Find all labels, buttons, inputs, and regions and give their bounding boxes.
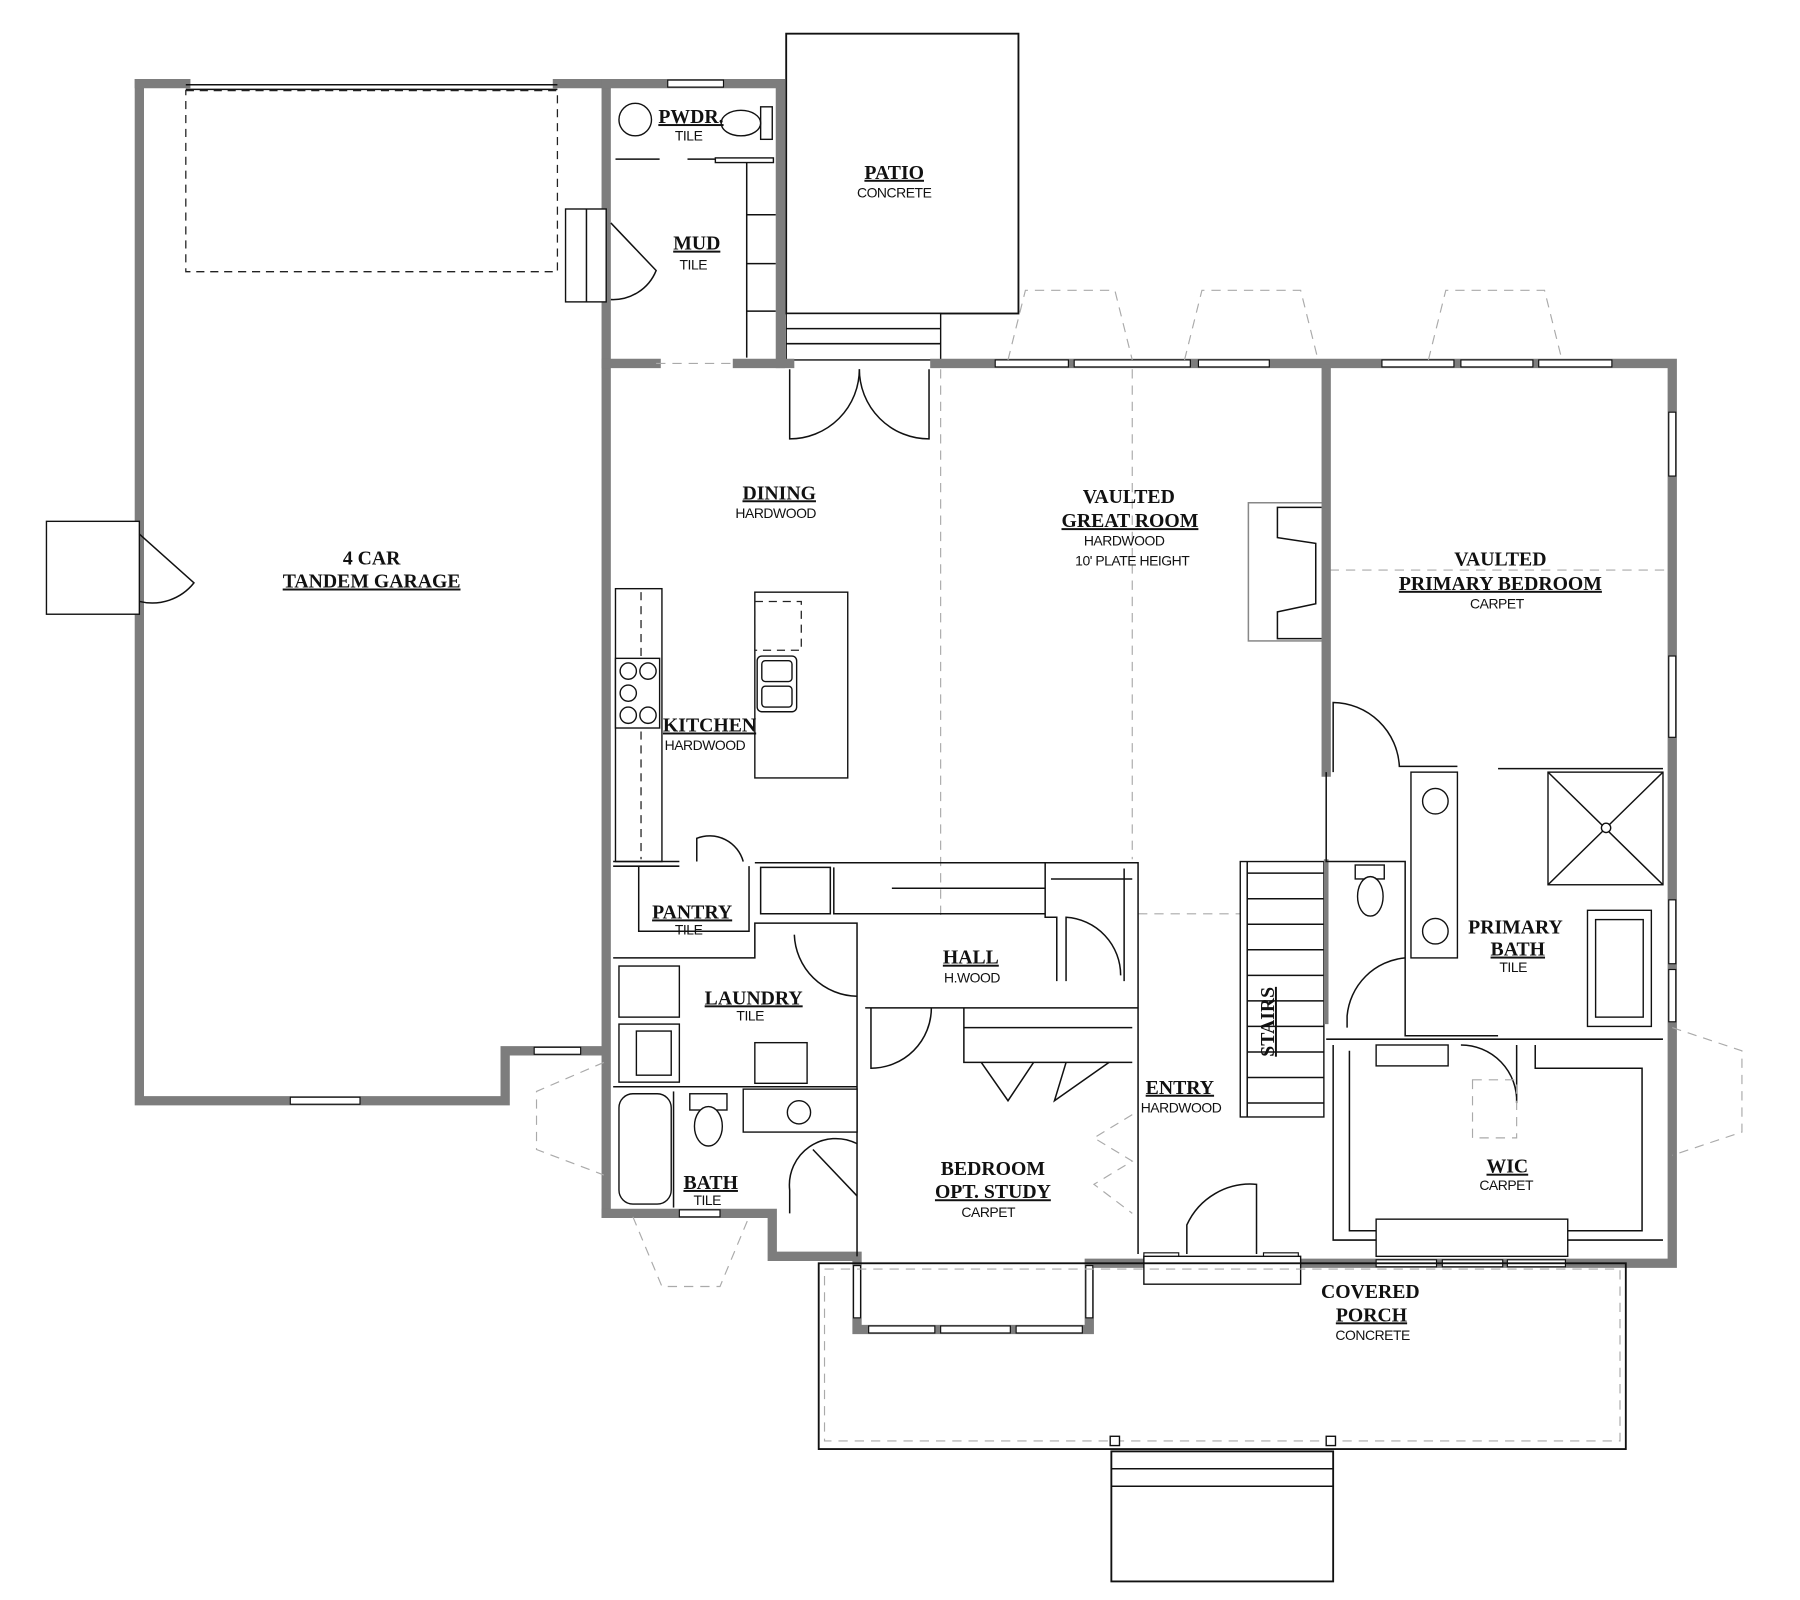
wic-door[interactable]	[1460, 1044, 1518, 1104]
utility-sink-icon	[754, 1041, 808, 1085]
mud-floor: TILE	[680, 256, 708, 272]
bath-door[interactable]	[788, 1137, 858, 1214]
patio	[785, 32, 1020, 361]
fireplace	[1247, 364, 1331, 777]
mud-label: MUD	[673, 233, 720, 255]
entry-label: ENTRY	[1146, 1077, 1214, 1099]
great-room-floor: HARDWOOD	[1084, 533, 1165, 549]
bath-floor: TILE	[693, 1192, 721, 1208]
laundry-floor: TILE	[736, 1008, 764, 1024]
hall-floor: H.WOOD	[944, 969, 1000, 985]
toilet-icon	[720, 109, 762, 137]
patio-label: PATIO	[864, 162, 924, 184]
stairs-label: STAIRS	[1257, 987, 1279, 1057]
powder-floor: TILE	[675, 127, 703, 143]
porch-steps	[1110, 1450, 1335, 1583]
wic-label: WIC	[1487, 1156, 1529, 1178]
patio-floor: CONCRETE	[857, 184, 932, 200]
room-labels: 4 CAR TANDEM GARAGE PWDR. TILE MUD TILE …	[283, 106, 1603, 1343]
pantry-label: PANTRY	[652, 901, 732, 923]
patio-french-doors[interactable]	[788, 369, 930, 440]
primary-bath-floor: TILE	[1499, 959, 1527, 975]
great-room-label: GREAT ROOM	[1061, 510, 1198, 532]
bay-window-outlines	[535, 289, 1743, 1288]
dining-label: DINING	[742, 482, 815, 504]
bedroom-floor: CARPET	[961, 1204, 1016, 1220]
side-door[interactable]	[138, 533, 195, 604]
powder-label: PWDR.	[658, 106, 723, 128]
garage	[45, 78, 611, 1106]
kitchen-floor: HARDWOOD	[665, 737, 746, 753]
wic-floor: CARPET	[1479, 1177, 1534, 1193]
primary-bedroom-label: PRIMARY BEDROOM	[1399, 573, 1602, 595]
entry-stoop	[1143, 1255, 1302, 1285]
primary-suite	[1325, 701, 1664, 1258]
porch-label: COVERED	[1321, 1281, 1420, 1303]
garage-label: TANDEM GARAGE	[283, 571, 461, 593]
garage-door-open-outline	[185, 89, 559, 273]
front-door[interactable]	[1186, 1183, 1258, 1254]
shelf	[1375, 1044, 1449, 1067]
porch-floor: CONCRETE	[1335, 1327, 1410, 1343]
closet-door[interactable]	[1065, 916, 1122, 982]
covered-porch	[817, 1262, 1627, 1583]
primary-bath-label: PRIMARY	[1468, 917, 1563, 939]
pantry-floor: TILE	[675, 922, 703, 938]
stairs	[1239, 859, 1329, 1118]
primary-bedroom-label: VAULTED	[1454, 548, 1546, 570]
garage-entry-door[interactable]	[610, 222, 658, 301]
bathtub-icon	[618, 1093, 672, 1205]
bedroom-label: BEDROOM	[941, 1158, 1046, 1180]
window	[289, 1096, 361, 1105]
interior-walls	[613, 835, 1302, 1285]
hall-label: HALL	[943, 947, 999, 969]
primary-bath-label: BATH	[1491, 939, 1546, 961]
bedroom-label: OPT. STUDY	[935, 1181, 1051, 1203]
washer-icon	[618, 965, 681, 1018]
sink-icon	[618, 102, 653, 137]
laundry-door[interactable]	[793, 934, 858, 997]
bath-label: BATH	[683, 1172, 738, 1194]
bedroom-door[interactable]	[870, 1007, 933, 1069]
window	[667, 79, 725, 88]
kitchen-fixtures	[614, 587, 849, 863]
great-room-label: VAULTED	[1083, 486, 1175, 508]
shelf	[1375, 1218, 1569, 1258]
primary-bedroom-floor: CARPET	[1470, 595, 1525, 611]
laundry-label: LAUNDRY	[705, 987, 803, 1009]
bedroom-closet-doors[interactable]	[980, 1061, 1110, 1103]
porch-label: PORCH	[1336, 1304, 1408, 1326]
great-room-note: 10' PLATE HEIGHT	[1075, 552, 1190, 568]
pantry-door[interactable]	[696, 835, 744, 862]
side-landing	[45, 520, 141, 615]
dining-floor: HARDWOOD	[735, 505, 816, 521]
entry-floor: HARDWOOD	[1141, 1099, 1222, 1115]
mud-powder	[564, 78, 786, 1218]
kitchen-label: KITCHEN	[663, 714, 756, 736]
garage-label: 4 CAR	[343, 547, 401, 569]
window	[533, 1046, 582, 1055]
